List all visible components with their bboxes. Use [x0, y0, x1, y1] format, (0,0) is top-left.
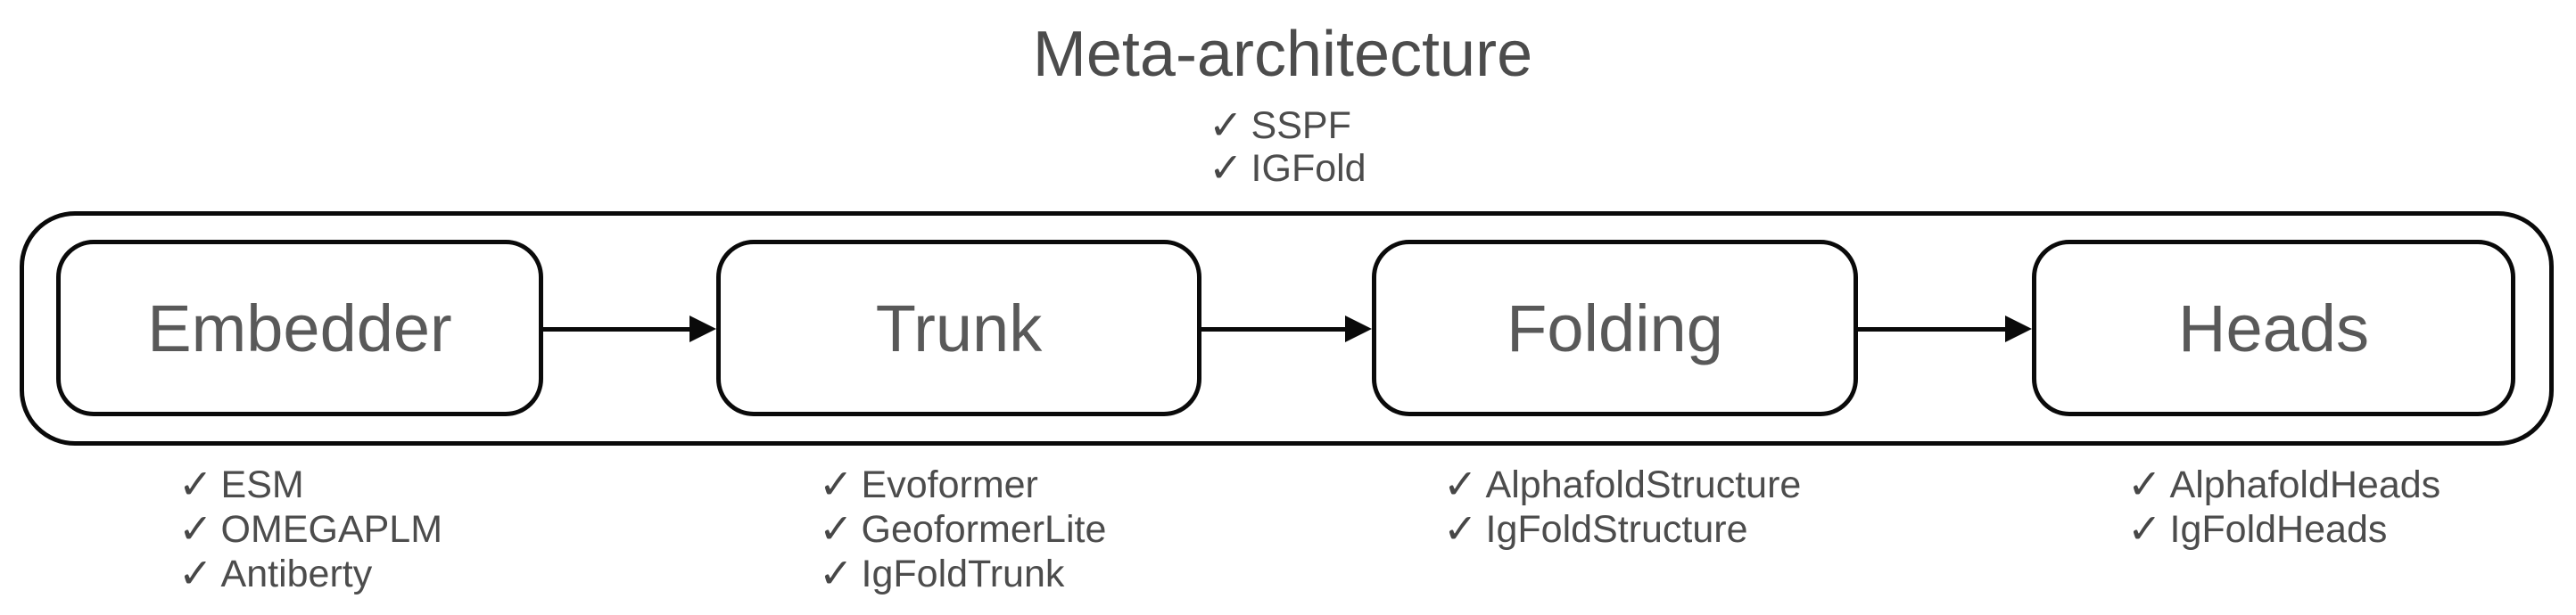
checklist-item-label: IgFoldHeads: [2169, 508, 2388, 551]
trunk-options-checklist: ✓Evoformer ✓GeoformerLite ✓IgFoldTrunk: [819, 462, 1106, 595]
checkmark-icon: ✓: [819, 505, 854, 552]
checklist-item: ✓ESM: [178, 462, 442, 506]
checkmark-icon: ✓: [2127, 505, 2162, 552]
checklist-item: ✓IgFoldHeads: [2127, 506, 2440, 551]
checklist-item-label: Evoformer: [861, 463, 1038, 506]
arrowhead-icon: [2005, 316, 2032, 342]
checklist-item-label: IgFoldStructure: [1485, 508, 1748, 551]
stage-label: Heads: [2178, 291, 2369, 365]
checklist-item: ✓Antiberty: [178, 551, 442, 595]
checklist-item-label: AlphafoldHeads: [2169, 463, 2441, 506]
checkmark-icon: ✓: [819, 550, 854, 596]
checklist-item: ✓IgFoldTrunk: [819, 551, 1106, 595]
stage-box-heads: Heads: [2032, 240, 2515, 416]
checkmark-icon: ✓: [819, 461, 854, 507]
checkmark-icon: ✓: [178, 550, 213, 596]
checkmark-icon: ✓: [178, 505, 213, 552]
checkmark-icon: ✓: [1209, 102, 1243, 148]
checklist-item: ✓SSPF: [1209, 103, 1366, 146]
checklist-item-label: IGFold: [1251, 147, 1366, 190]
checklist-item: ✓OMEGAPLM: [178, 506, 442, 551]
checkmark-icon: ✓: [1443, 505, 1478, 552]
checklist-item-label: Antiberty: [220, 553, 373, 595]
folding-options-checklist: ✓AlphafoldStructure ✓IgFoldStructure: [1443, 462, 1801, 551]
arrow-connector-folding-to-heads: [1858, 316, 2032, 342]
arrowhead-icon: [689, 316, 716, 342]
checklist-item-label: GeoformerLite: [861, 508, 1107, 551]
heads-options-checklist: ✓AlphafoldHeads ✓IgFoldHeads: [2127, 462, 2440, 551]
stage-box-folding: Folding: [1372, 240, 1858, 416]
checklist-item: ✓AlphafoldStructure: [1443, 462, 1801, 506]
checkmark-icon: ✓: [1209, 144, 1243, 191]
arrow-connector-trunk-to-folding: [1201, 316, 1372, 342]
stage-label: Folding: [1507, 291, 1723, 365]
pipeline-container-outline: [20, 211, 2554, 446]
arrowhead-icon: [1345, 316, 1372, 342]
checklist-item-label: SSPF: [1251, 104, 1351, 147]
stage-label: Embedder: [147, 291, 452, 365]
arrow-shaft: [1201, 326, 1347, 332]
diagram-title: Meta-architecture: [1032, 19, 1533, 90]
checklist-item: ✓IgFoldStructure: [1443, 506, 1801, 551]
stage-box-trunk: Trunk: [716, 240, 1201, 416]
checklist-item-label: ESM: [220, 463, 304, 506]
checklist-item: ✓Evoformer: [819, 462, 1106, 506]
embedder-options-checklist: ✓ESM ✓OMEGAPLM ✓Antiberty: [178, 462, 442, 595]
checklist-item: ✓GeoformerLite: [819, 506, 1106, 551]
stage-label: Trunk: [875, 291, 1043, 365]
arrow-shaft: [1858, 326, 2007, 332]
meta-architecture-checklist: ✓SSPF ✓IGFold: [1209, 103, 1366, 189]
checklist-item: ✓IGFold: [1209, 146, 1366, 189]
arrow-shaft: [543, 326, 691, 332]
checklist-item-label: AlphafoldStructure: [1485, 463, 1802, 506]
arrow-connector-embedder-to-trunk: [543, 316, 716, 342]
checkmark-icon: ✓: [1443, 461, 1478, 507]
checkmark-icon: ✓: [2127, 461, 2162, 507]
stage-box-embedder: Embedder: [56, 240, 543, 416]
checkmark-icon: ✓: [178, 461, 213, 507]
checklist-item-label: IgFoldTrunk: [861, 553, 1065, 595]
checklist-item: ✓AlphafoldHeads: [2127, 462, 2440, 506]
checklist-item-label: OMEGAPLM: [220, 508, 443, 551]
